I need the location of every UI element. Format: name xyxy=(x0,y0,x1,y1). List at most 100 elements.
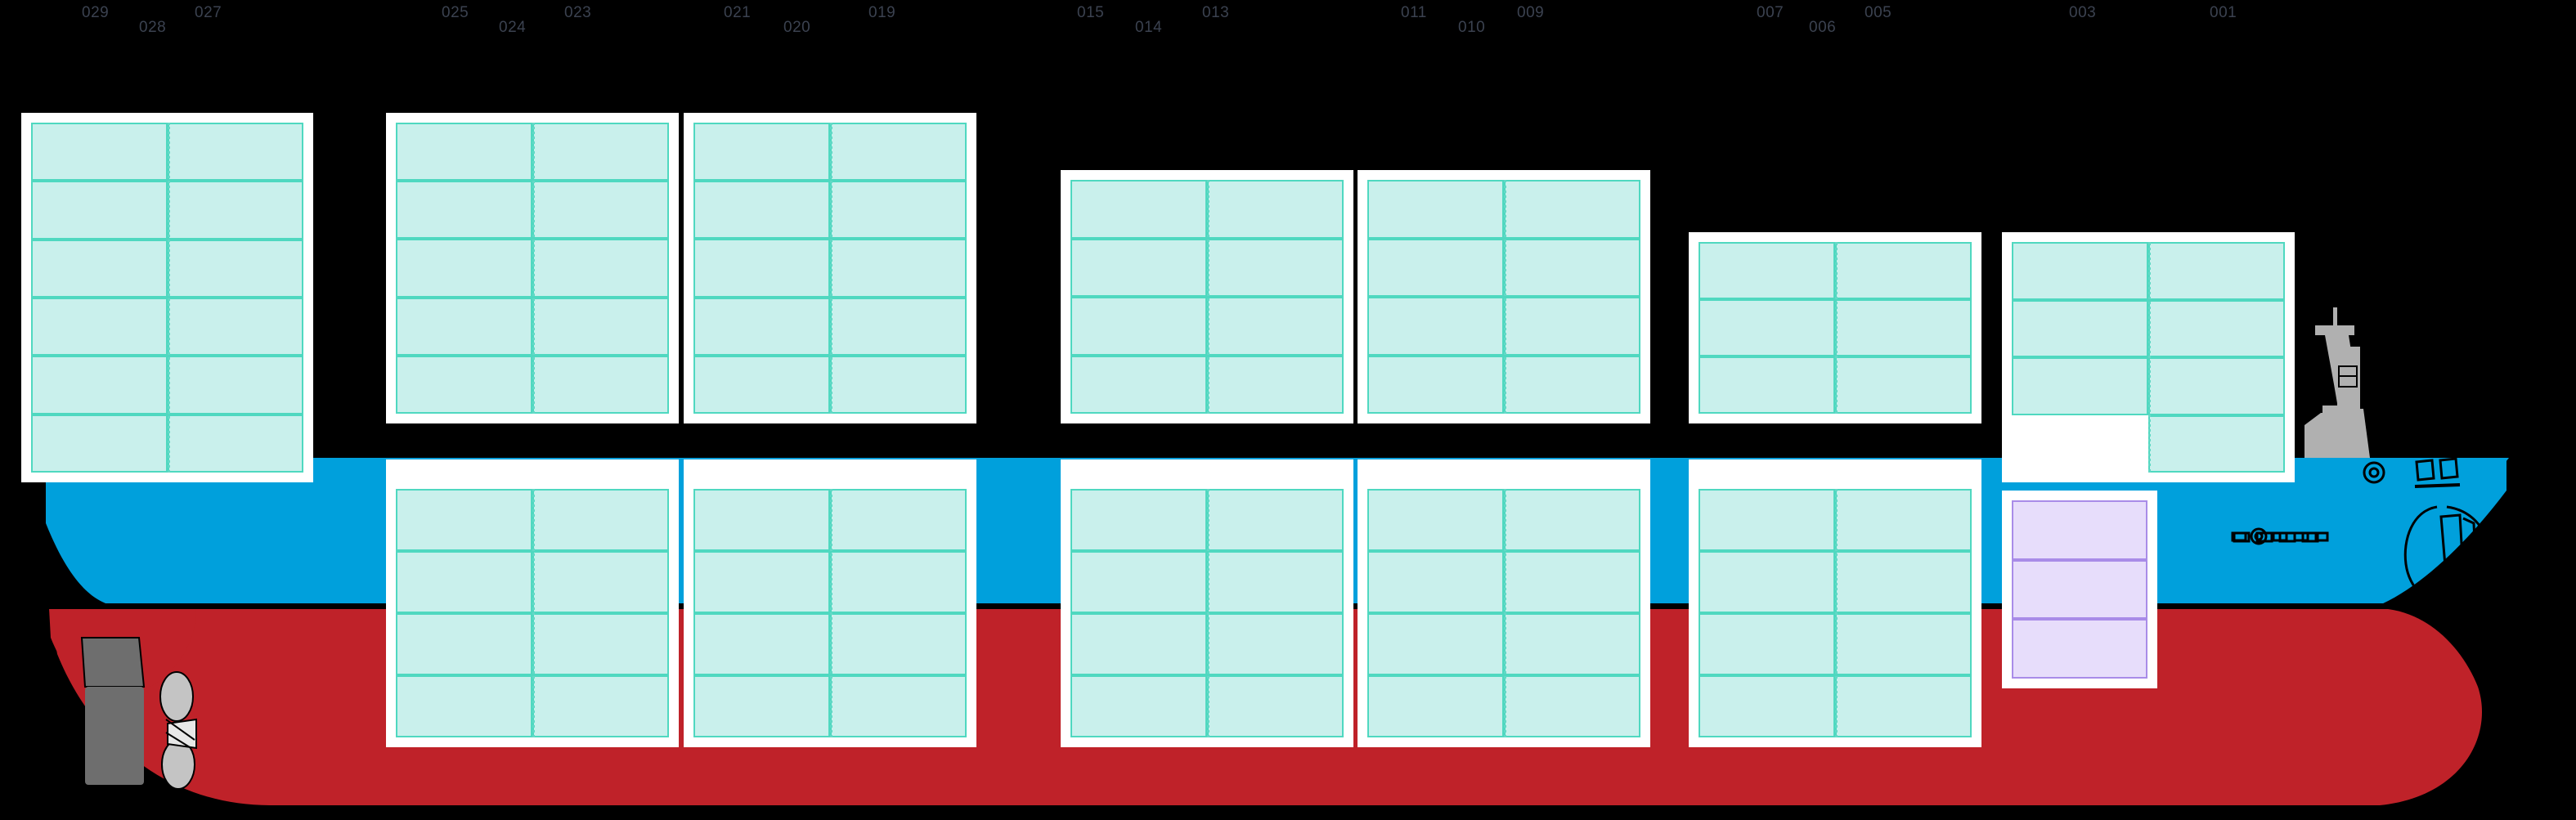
container-slot[interactable] xyxy=(1835,299,1972,356)
container-slot[interactable] xyxy=(396,297,532,356)
container-slot[interactable] xyxy=(31,123,168,181)
container-slot[interactable] xyxy=(1367,675,1504,737)
container-slot[interactable] xyxy=(31,356,168,414)
container-slot[interactable] xyxy=(1504,613,1640,675)
container-slot[interactable] xyxy=(1367,238,1504,297)
container-slot[interactable] xyxy=(2148,242,2285,300)
container-slot[interactable] xyxy=(1699,675,1835,737)
container-slot[interactable] xyxy=(830,355,967,414)
container-slot[interactable] xyxy=(1207,675,1344,737)
container-slot[interactable] xyxy=(693,551,830,613)
container-slot[interactable] xyxy=(1699,551,1835,613)
container-slot[interactable] xyxy=(1070,238,1207,297)
container-slot[interactable] xyxy=(693,123,830,181)
container-slot[interactable] xyxy=(31,239,168,298)
container-slot[interactable] xyxy=(2012,559,2147,620)
container-slot[interactable] xyxy=(396,123,532,181)
container-slot[interactable] xyxy=(167,181,303,240)
container-slot[interactable] xyxy=(532,123,669,181)
container-slot[interactable] xyxy=(167,414,303,473)
container-slot[interactable] xyxy=(1699,613,1835,675)
container-slot[interactable] xyxy=(830,181,967,240)
container-slot[interactable] xyxy=(1699,356,1835,414)
container-slot[interactable] xyxy=(1504,180,1640,239)
container-slot[interactable] xyxy=(1699,242,1835,299)
container-slot[interactable] xyxy=(396,489,532,551)
container-slot[interactable] xyxy=(1207,355,1344,414)
container-slot[interactable] xyxy=(2012,357,2148,415)
container-slot[interactable] xyxy=(396,675,532,737)
container-slot[interactable] xyxy=(1367,489,1504,551)
container-slot[interactable] xyxy=(532,613,669,675)
container-slot[interactable] xyxy=(31,298,168,356)
container-slot[interactable] xyxy=(1835,551,1972,613)
container-slot[interactable] xyxy=(2148,299,2285,357)
cargo-bay-028-above-deck[interactable] xyxy=(21,113,313,482)
container-slot[interactable] xyxy=(1207,180,1344,239)
cargo-bay-020-below-deck[interactable] xyxy=(684,459,976,747)
container-slot[interactable] xyxy=(693,355,830,414)
container-slot[interactable] xyxy=(2012,299,2148,357)
container-slot[interactable] xyxy=(1070,355,1207,414)
container-slot[interactable] xyxy=(31,414,168,473)
container-slot[interactable] xyxy=(396,181,532,240)
container-slot[interactable] xyxy=(532,551,669,613)
container-slot[interactable] xyxy=(1699,489,1835,551)
container-slot[interactable] xyxy=(1367,355,1504,414)
container-slot[interactable] xyxy=(1504,551,1640,613)
container-slot[interactable] xyxy=(830,123,967,181)
container-slot[interactable] xyxy=(693,489,830,551)
container-slot[interactable] xyxy=(1070,613,1207,675)
container-slot[interactable] xyxy=(1207,613,1344,675)
container-slot[interactable] xyxy=(830,675,967,737)
container-slot[interactable] xyxy=(167,298,303,356)
container-slot[interactable] xyxy=(1207,551,1344,613)
container-slot[interactable] xyxy=(532,675,669,737)
cargo-bay-002-below-deck[interactable] xyxy=(2002,491,2157,688)
container-slot[interactable] xyxy=(830,297,967,356)
container-slot[interactable] xyxy=(31,181,168,240)
container-slot[interactable] xyxy=(1207,297,1344,356)
container-slot[interactable] xyxy=(532,181,669,240)
cargo-bay-014-above-deck[interactable] xyxy=(1061,170,1353,423)
container-slot[interactable] xyxy=(532,297,669,356)
container-slot[interactable] xyxy=(2012,242,2148,300)
container-slot[interactable] xyxy=(1504,355,1640,414)
cargo-bay-010-above-deck[interactable] xyxy=(1358,170,1650,423)
container-slot[interactable] xyxy=(532,239,669,298)
container-slot[interactable] xyxy=(396,551,532,613)
container-slot[interactable] xyxy=(1504,297,1640,356)
container-slot[interactable] xyxy=(1207,489,1344,551)
container-slot[interactable] xyxy=(1835,242,1972,299)
container-slot[interactable] xyxy=(1504,489,1640,551)
container-slot[interactable] xyxy=(396,355,532,414)
container-slot[interactable] xyxy=(1367,551,1504,613)
container-slot[interactable] xyxy=(167,239,303,298)
container-slot[interactable] xyxy=(1504,675,1640,737)
container-slot[interactable] xyxy=(1070,675,1207,737)
cargo-bay-020-above-deck[interactable] xyxy=(684,113,976,423)
container-slot[interactable] xyxy=(693,613,830,675)
cargo-bay-006-below-deck[interactable] xyxy=(1689,459,1981,747)
container-slot[interactable] xyxy=(167,356,303,414)
container-slot[interactable] xyxy=(1835,489,1972,551)
container-slot[interactable] xyxy=(693,239,830,298)
cargo-bay-002-above-deck[interactable] xyxy=(2002,232,2295,482)
container-slot[interactable] xyxy=(1207,238,1344,297)
cargo-bay-010-below-deck[interactable] xyxy=(1358,459,1650,747)
container-slot[interactable] xyxy=(532,355,669,414)
cargo-bay-006-above-deck[interactable] xyxy=(1689,232,1981,423)
container-slot[interactable] xyxy=(2012,500,2147,560)
container-slot[interactable] xyxy=(396,613,532,675)
container-slot[interactable] xyxy=(1504,238,1640,297)
container-slot[interactable] xyxy=(1699,299,1835,356)
container-slot[interactable] xyxy=(1367,297,1504,356)
container-slot[interactable] xyxy=(2012,619,2147,679)
container-slot[interactable] xyxy=(396,239,532,298)
container-slot[interactable] xyxy=(532,489,669,551)
container-slot[interactable] xyxy=(1070,551,1207,613)
cargo-bay-014-below-deck[interactable] xyxy=(1061,459,1353,747)
container-slot[interactable] xyxy=(830,551,967,613)
container-slot[interactable] xyxy=(1070,297,1207,356)
container-slot[interactable] xyxy=(1070,489,1207,551)
